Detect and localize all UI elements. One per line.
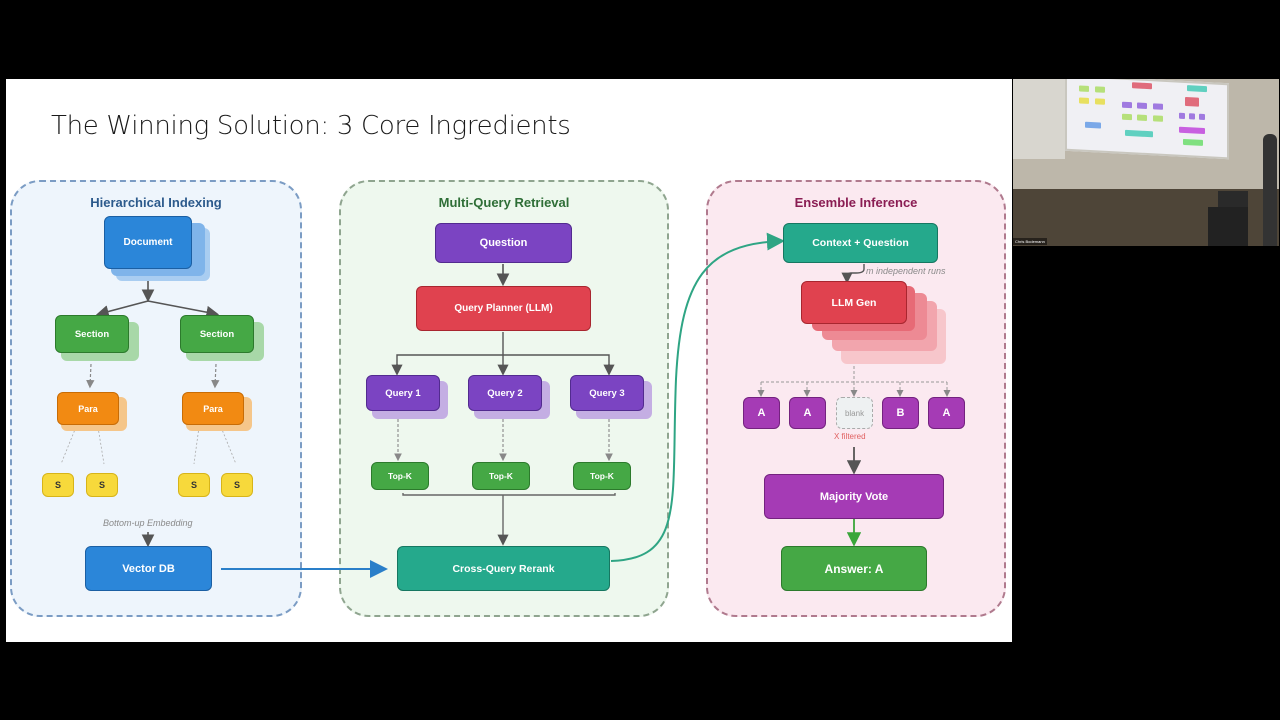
llm-gen-node: LLM Gen — [801, 281, 907, 324]
answer-candidate: A — [928, 397, 965, 429]
panel-title: Hierarchical Indexing — [90, 195, 222, 210]
slide-title: The Winning Solution: 3 Core Ingredients — [51, 111, 571, 141]
answer-candidate: A — [743, 397, 780, 429]
context-question-node: Context + Question — [783, 223, 938, 263]
para-node: Para — [182, 392, 244, 425]
question-node: Question — [435, 223, 572, 263]
webcam-projection-screen — [1065, 79, 1229, 160]
webcam-presenter — [1263, 134, 1277, 246]
webcam-whiteboard — [1013, 79, 1065, 159]
sentence-node: S — [221, 473, 253, 497]
webcam-podium — [1208, 207, 1248, 246]
document-node: Document — [104, 216, 192, 269]
topk-node: Top-K — [573, 462, 631, 490]
query-node: Query 3 — [570, 375, 644, 411]
answer-candidate: A — [789, 397, 826, 429]
answer-candidate-blank: blank — [836, 397, 873, 429]
query-node: Query 2 — [468, 375, 542, 411]
para-node: Para — [57, 392, 119, 425]
answer-candidate: B — [882, 397, 919, 429]
sentence-node: S — [42, 473, 74, 497]
section-node: Section — [55, 315, 129, 353]
independent-runs-label: m independent runs — [866, 266, 946, 276]
topk-node: Top-K — [472, 462, 530, 490]
vector-db-node: Vector DB — [85, 546, 212, 591]
query-node: Query 1 — [366, 375, 440, 411]
panel-title: Multi-Query Retrieval — [438, 195, 570, 210]
webcam-name-label: Chris Bodemann — [1013, 238, 1047, 245]
topk-node: Top-K — [371, 462, 429, 490]
bottom-up-embedding-label: Bottom-up Embedding — [103, 518, 193, 528]
slide: The Winning Solution: 3 Core Ingredients… — [6, 79, 1012, 642]
panel-title: Ensemble Inference — [794, 195, 918, 210]
section-node: Section — [180, 315, 254, 353]
cross-query-rerank-node: Cross-Query Rerank — [397, 546, 610, 591]
sentence-node: S — [178, 473, 210, 497]
filtered-label: X filtered — [834, 432, 866, 441]
query-planner-node: Query Planner (LLM) — [416, 286, 591, 331]
final-answer-node: Answer: A — [781, 546, 927, 591]
sentence-node: S — [86, 473, 118, 497]
majority-vote-node: Majority Vote — [764, 474, 944, 519]
webcam-feed: Chris Bodemann — [1013, 79, 1279, 246]
webcam-laptop — [1218, 191, 1248, 207]
